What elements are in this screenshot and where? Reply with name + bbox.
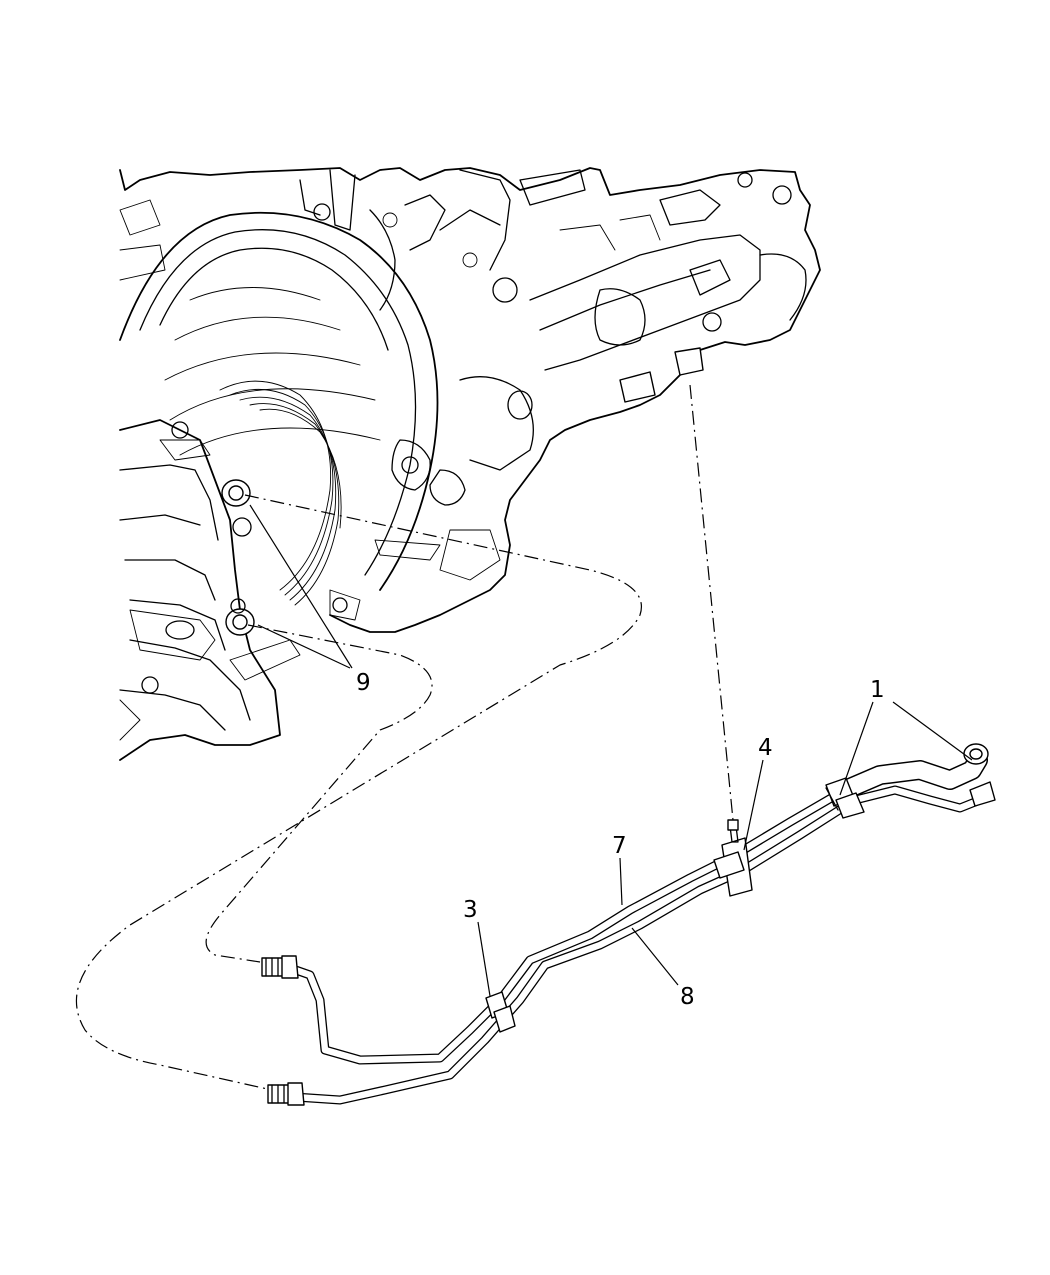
callout-3: 3 (463, 897, 478, 923)
mounting-bracket (713, 819, 753, 897)
hose-clamp (825, 777, 865, 819)
callout-1: 1 (870, 677, 885, 703)
callout-7: 7 (612, 833, 627, 859)
transmission-cooler-lines (261, 743, 996, 1106)
callout-labels: 1 3 4 7 8 9 (356, 670, 885, 1010)
tube-end-fitting-lower (267, 1082, 305, 1106)
cooler-line-7 (285, 785, 850, 1065)
tube-end-fitting-upper (261, 955, 299, 979)
cooler-line-fitting-lower (225, 598, 255, 636)
callout-9: 9 (356, 670, 371, 696)
routing-dash-lines (75, 384, 734, 1091)
callout-4: 4 (758, 735, 773, 761)
cooler-line-fitting-upper (221, 479, 252, 537)
line-clip (485, 991, 516, 1033)
callout-8: 8 (680, 984, 695, 1010)
cooler-line-8 (290, 795, 860, 1105)
callout-leaders (249, 504, 973, 997)
engine-transmission-assembly (119, 167, 821, 761)
